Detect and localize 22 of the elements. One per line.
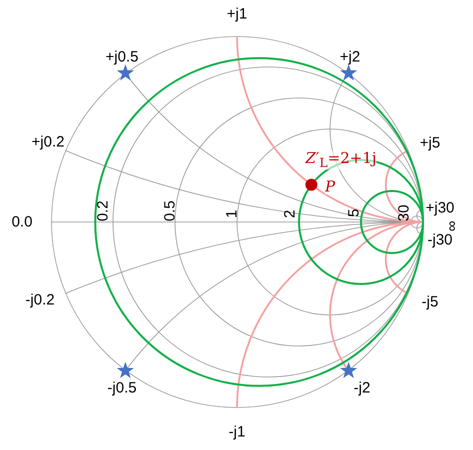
resistance-value-label: 30	[396, 204, 412, 222]
resistance-value-label: 0.2	[96, 200, 110, 222]
resistance-value-label: ∞	[444, 220, 460, 232]
reactance-value-label: -j2	[354, 380, 370, 396]
reactance-value-label: +j1	[226, 6, 248, 22]
reactance-value-label: 0.0	[12, 214, 32, 230]
reactance-value-label: +j30	[426, 200, 454, 216]
resistance-value-label: 0.5	[162, 200, 178, 222]
resistance-value-label: 2	[282, 210, 298, 218]
reactance-value-label: -j30	[428, 232, 452, 248]
reactance-value-label: +j0.2	[32, 134, 64, 150]
reactance-value-label: -j5	[422, 294, 438, 310]
reactance-value-label: -j1	[228, 424, 246, 440]
resistance-value-label: 1	[224, 210, 240, 218]
impedance-label: Z′$_{L}$=2+1j	[305, 150, 377, 170]
resistance-value-label: 5	[346, 208, 362, 218]
reactance-value-label: +j2	[340, 50, 360, 64]
reactance-value-label: +j5	[420, 136, 440, 150]
point-label: P	[324, 180, 336, 194]
reactance-value-label: +j0.5	[106, 50, 138, 64]
reactance-value-label: -j0.5	[107, 380, 137, 396]
reactance-value-label: -j0.2	[25, 292, 55, 308]
